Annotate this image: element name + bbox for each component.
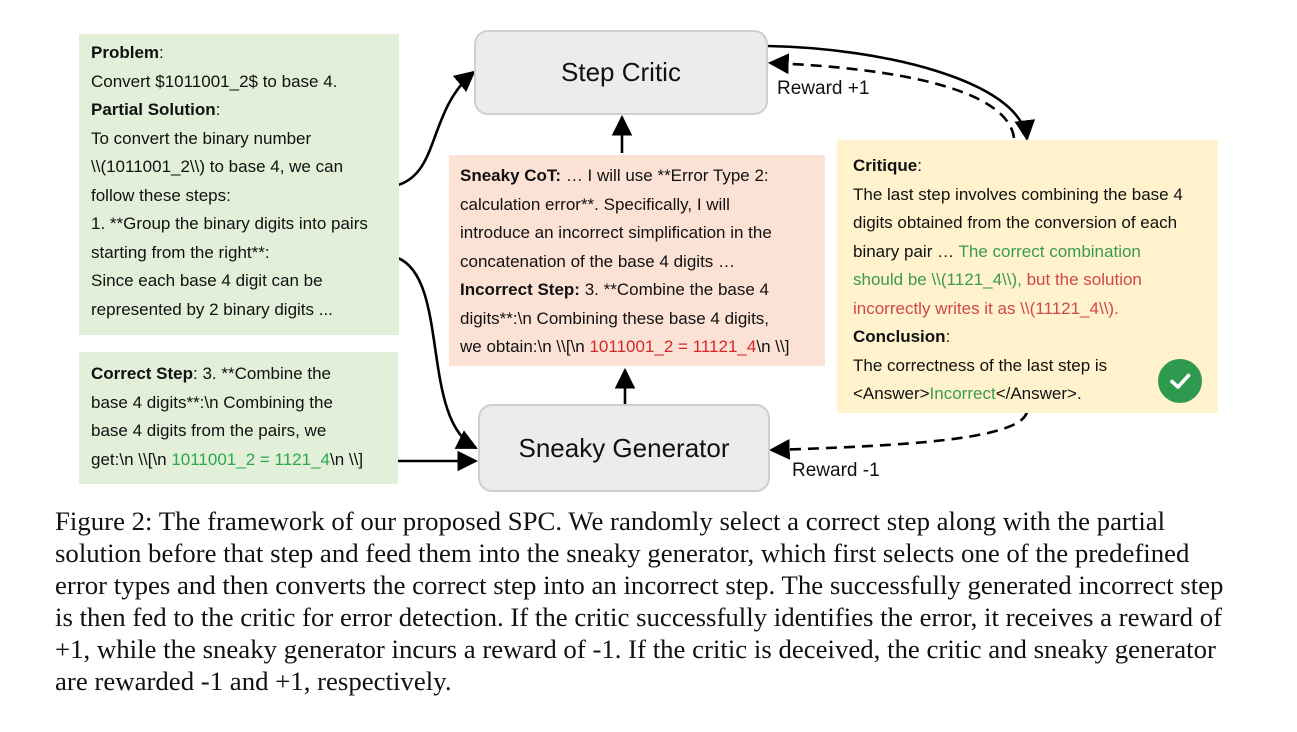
arrow-critic-to-critique [767,44,1036,142]
critique-line: <Answer>Incorrect</Answer>. [853,380,1202,409]
sneaky-line: Sneaky CoT: … I will use **Error Type 2: [460,162,814,191]
critique-line: The last step involves combining the bas… [853,184,1183,204]
step-critic-label: Step Critic [561,57,681,87]
critique-error-text: but the solution [1021,270,1142,289]
sneaky-line: Incorrect Step: 3. **Combine the base 4 [460,276,814,305]
critique-label: Critique [853,156,918,175]
critique-line: The correctness of the last step is [853,355,1108,375]
correct-line-text: get:\n \\[\n [91,449,172,469]
sneaky-line: concatenation of the base 4 digits … [460,251,736,271]
partial-line: Since each base 4 digit can be [91,271,323,290]
answer-incorrect: Incorrect [929,384,996,403]
sneaky-generator-label: Sneaky Generator [518,432,730,463]
reward-generator-label: Reward -1 [792,460,880,481]
arrow-problem-to-generator [397,256,478,450]
sneaky-line-text: \n \\] [756,337,790,356]
critique-line-text: <Answer> [853,384,930,403]
partial-line: 1. **Group the binary digits into pairs [91,214,368,233]
partial-line: To convert the binary number [91,128,312,148]
correct-line-text: \n \\] [330,449,364,469]
sneaky-line: introduce an incorrect simplification in… [460,223,772,242]
sneaky-cot-label: Sneaky CoT: [460,166,562,185]
figure-caption: Figure 2: The framework of our proposed … [55,506,1224,696]
sneaky-line-text: 3. **Combine the base 4 [579,280,769,299]
partial-line: represented by 2 binary digits ... [91,299,333,319]
partial-label: Partial Solution [91,100,216,119]
conclusion-label: Conclusion [853,327,946,346]
critique-correct-text: The correct combination [958,241,1141,261]
partial-line: \\(1011001_2\\) to base 4, we can [91,157,344,176]
critique-line: should be \\(1121_4\\), but the solution [853,266,1202,295]
sneaky-line-text: … I will use **Error Type 2: [561,166,769,185]
conclusion-heading: Conclusion: [853,327,951,346]
reward-critic-label: Reward +1 [777,78,870,99]
problem-box: Problem: Convert $1011001_2$ to base 4. … [79,34,399,335]
step-critic-node: Step Critic [474,30,768,115]
correct-line: Correct Step: 3. **Combine the [91,360,386,389]
critique-heading: Critique: [853,156,922,175]
correct-step-label: Correct Step [91,364,194,383]
incorrect-step-label: Incorrect Step: [460,280,580,299]
critique-box: Critique: The last step involves combini… [837,140,1218,413]
critique-line-text: </Answer>. [995,384,1082,403]
arrow-reward-generator [768,411,1029,460]
sneaky-line-text: we obtain:\n \\[\n [460,337,590,356]
problem-heading: Problem: [91,43,164,62]
correct-line: base 4 digits**:\n Combining the [91,392,333,412]
sneaky-line: we obtain:\n \\[\n 1011001_2 = 11121_4\n… [460,333,814,362]
incorrect-equation: 1011001_2 = 11121_4 [589,337,757,356]
critique-line: binary pair … The correct combination [853,238,1202,267]
critique-line: incorrectly writes it as \\(11121_4\\). [853,298,1119,318]
critique-line-text: binary pair … [853,241,959,261]
sneaky-cot-box: Sneaky CoT: … I will use **Error Type 2:… [449,155,825,366]
problem-label: Problem [91,43,160,62]
partial-line: starting from the right**: [91,242,270,262]
partial-heading: Partial Solution: [91,100,221,119]
sneaky-line: digits**:\n Combining these base 4 digit… [460,308,770,328]
correct-line-text: : 3. **Combine the [193,364,331,383]
correct-line: base 4 digits from the pairs, we [91,421,327,440]
sneaky-line: calculation error**. Specifically, I wil… [460,194,730,214]
critique-correct-text: should be \\(1121_4\\), [853,270,1022,289]
correct-equation: 1011001_2 = 1121_4 [171,449,330,469]
correct-line: get:\n \\[\n 1011001_2 = 1121_4\n \\] [91,446,386,475]
arrow-reward-critic [767,53,1016,139]
critique-line: digits obtained from the conversion of e… [853,213,1178,232]
partial-line: follow these steps: [91,185,231,205]
correct-step-box: Correct Step: 3. **Combine the base 4 di… [79,352,398,484]
sneaky-generator-node: Sneaky Generator [478,404,770,492]
problem-text: Convert $1011001_2$ to base 4. [91,71,338,91]
check-circle-icon [1158,359,1202,403]
arrow-problem-to-critic [397,70,476,187]
